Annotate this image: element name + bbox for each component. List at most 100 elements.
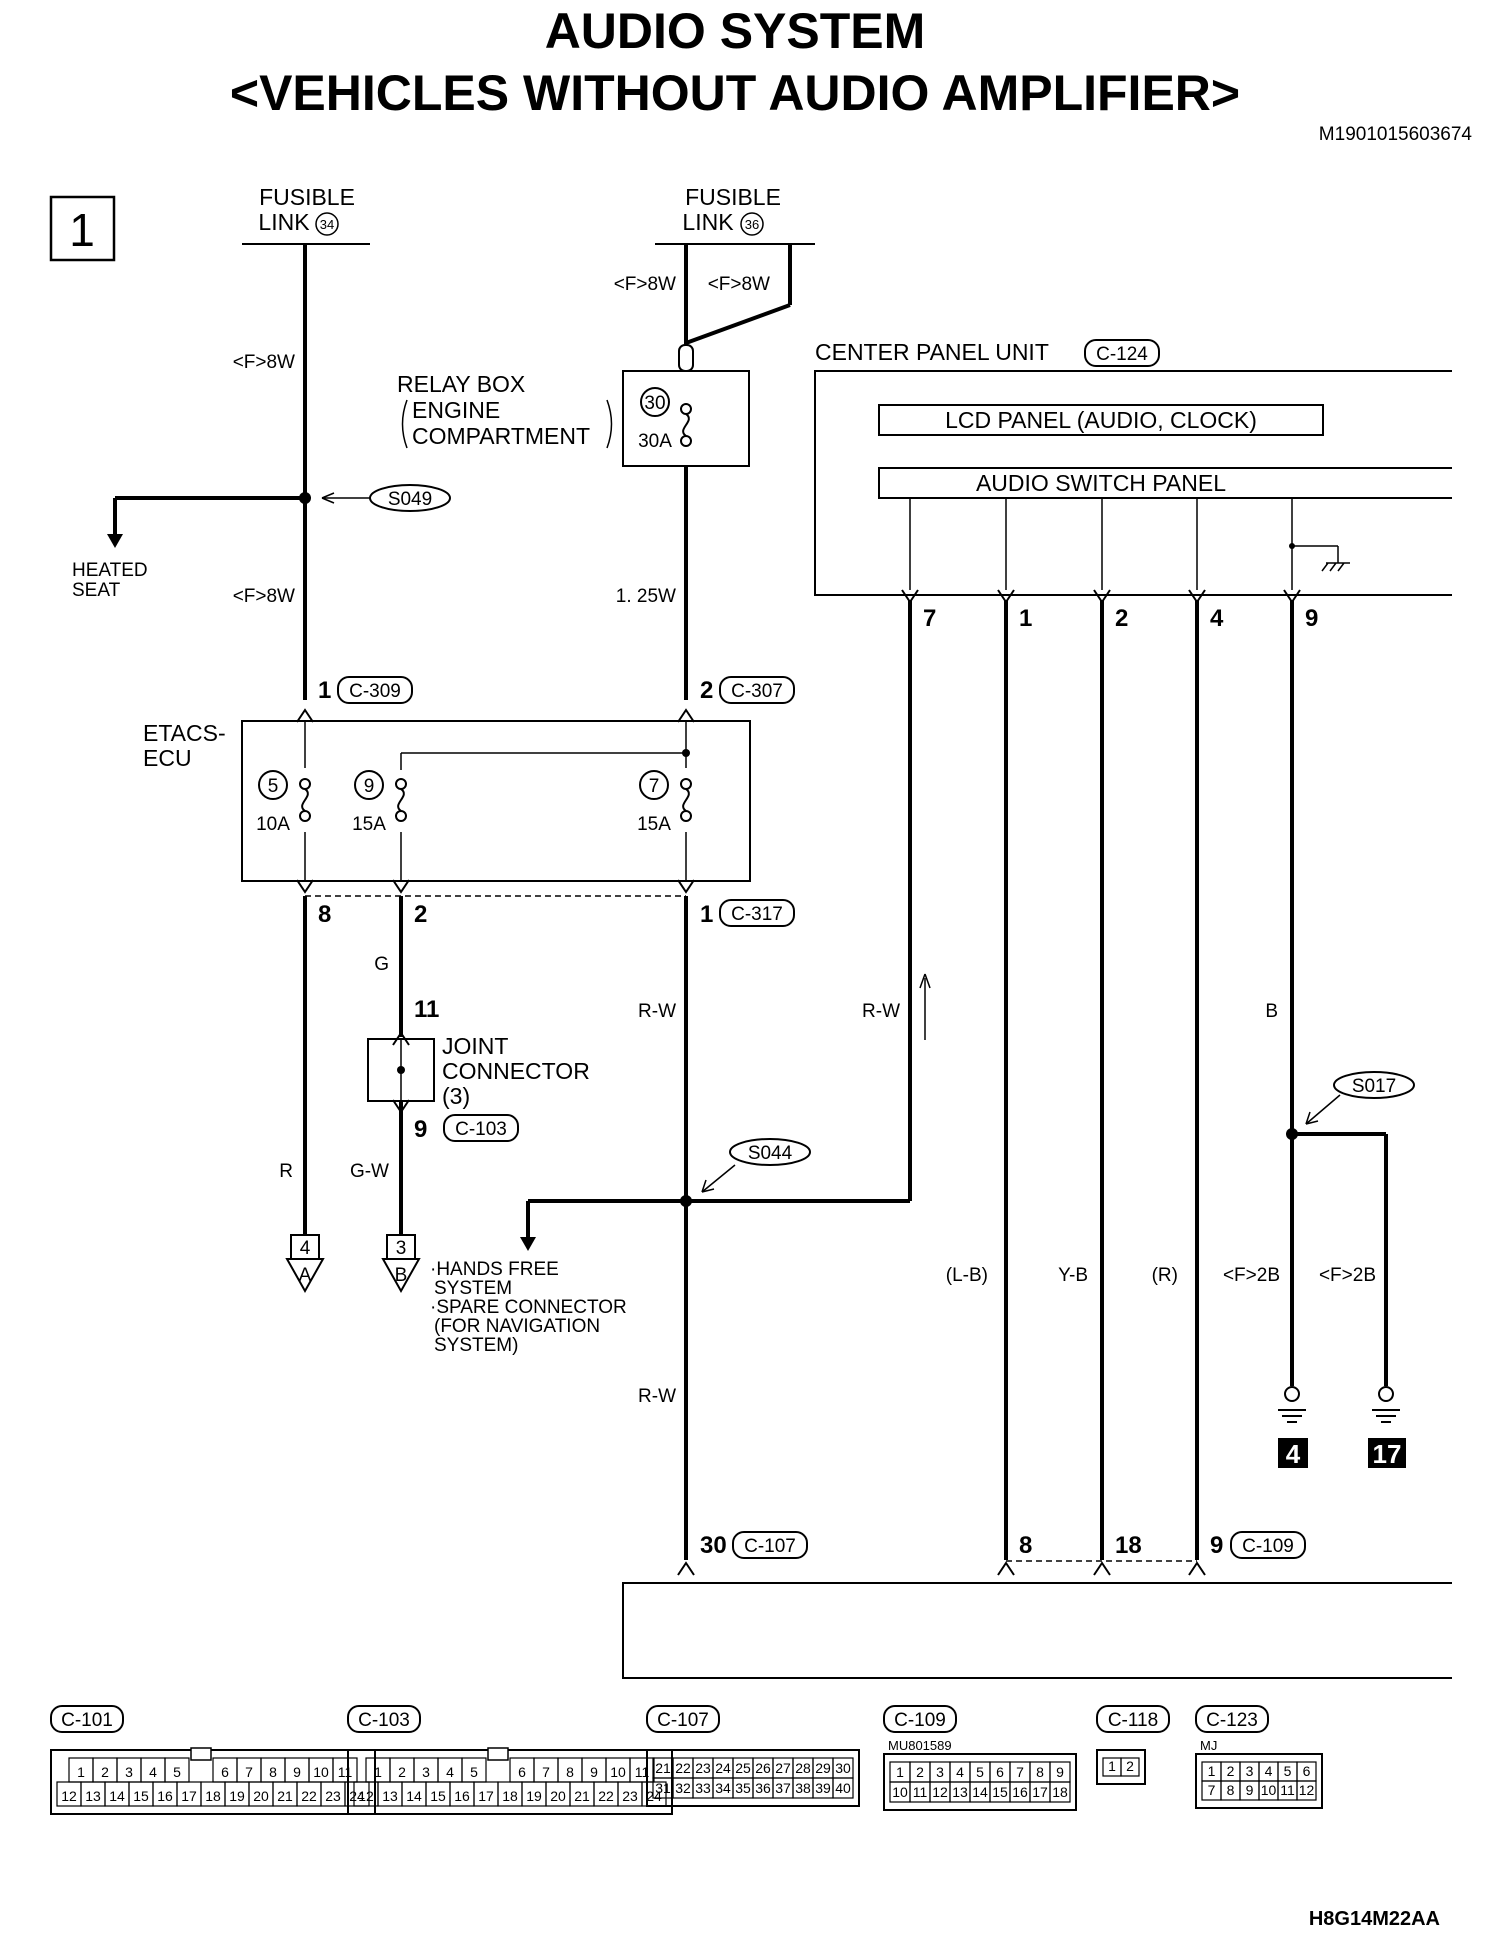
relay-fuse-30-number: 30	[644, 393, 665, 414]
c109-arrow-9	[1188, 1562, 1206, 1576]
wire-label-red: (R)	[1152, 1265, 1178, 1286]
connector-pin-number: 12	[932, 1784, 948, 1800]
wire-label-yb: Y-B	[1058, 1265, 1088, 1286]
connector-pin-number: 2	[398, 1764, 406, 1780]
joint-connector-label-3: (3)	[442, 1083, 470, 1109]
connector-pin-number: 3	[125, 1764, 133, 1780]
connector-pin-number: 9	[590, 1764, 598, 1780]
connector-c124: C-124	[1096, 344, 1148, 365]
connector-pin-number: 32	[675, 1780, 691, 1796]
connector-pin-number: 23	[622, 1788, 638, 1804]
connector-view-body	[347, 1749, 673, 1815]
connector-pin-number: 39	[815, 1780, 831, 1796]
connector-pin-number: 34	[715, 1780, 731, 1796]
heated-seat-label-1: HEATED	[72, 560, 148, 581]
current-flow-arrow-head	[919, 973, 931, 989]
etacs-fuse-5-symbol	[299, 778, 311, 822]
connector-pin-number: 40	[835, 1780, 851, 1796]
connector-pin-number: 11	[635, 1764, 650, 1780]
connector-view-tag	[50, 1705, 124, 1733]
connector-pin-number: 10	[892, 1784, 908, 1800]
connector-pin-number: 11	[1280, 1782, 1295, 1798]
connector-pin-number: 10	[610, 1764, 626, 1780]
connector-view-key	[487, 1747, 509, 1761]
wire-label-rw-3: R-W	[862, 1001, 900, 1022]
fusible-link-34-number: 34	[320, 217, 334, 232]
audio-switch-panel-box	[878, 467, 1452, 499]
relay-box-paren-right	[606, 399, 613, 449]
connector-pin-number: 36	[755, 1780, 771, 1796]
connector-pin-number: 7	[245, 1764, 253, 1780]
connector-c307: C-307	[731, 681, 783, 702]
wire-label-fl34-top: <F>8W	[233, 352, 295, 373]
wire-fl36-branch-diag	[685, 303, 791, 345]
connector-pin-number: 8	[1036, 1764, 1044, 1780]
connector-pin-number: 22	[598, 1788, 614, 1804]
connector-view-body	[883, 1753, 1077, 1811]
offpage-3-number: 3	[396, 1238, 407, 1259]
connector-pin-cell	[1296, 1780, 1317, 1801]
connector-pin-number: 37	[775, 1780, 791, 1796]
connector-view-body	[646, 1749, 860, 1807]
connector-c317: C-317	[731, 904, 783, 925]
connector-pin-number: 2	[916, 1764, 924, 1780]
connector-pin-number: 8	[566, 1764, 574, 1780]
footer-code: H8G14M22AA	[1309, 1908, 1440, 1930]
connector-c307-tag	[719, 676, 795, 704]
connector-c109-tag	[1230, 1531, 1306, 1559]
ground-4-icon	[1278, 1409, 1306, 1423]
connector-view-code: C-101	[61, 1710, 113, 1731]
etacs-label-1: ETACS-	[143, 720, 226, 746]
connector-c309-tag	[337, 676, 413, 704]
pin-c317-1: 1	[700, 901, 713, 928]
relay-box-paren-left	[401, 399, 408, 449]
connector-pin-number: 28	[795, 1760, 811, 1776]
connector-pin-number: 5	[173, 1764, 181, 1780]
audio-switch-panel-label: AUDIO SWITCH PANEL	[976, 470, 1226, 496]
cp-pin-2: 2	[1115, 605, 1128, 632]
connector-pin-number: 10	[313, 1764, 329, 1780]
connector-pin-number: 12	[1299, 1782, 1315, 1798]
diagram-title-line1: AUDIO SYSTEM	[545, 3, 926, 59]
cp-pin-1: 1	[1019, 605, 1032, 632]
hands-free-arrow	[520, 1237, 536, 1251]
connector-pin-number: 3	[1246, 1763, 1254, 1779]
connector-pin-number: 13	[952, 1784, 968, 1800]
connector-pin-number: 11	[338, 1764, 353, 1780]
connector-pin-number: 1	[1108, 1758, 1116, 1774]
wire-label-f2b-2: <F>2B	[1319, 1265, 1376, 1286]
connector-pin-number: 21	[655, 1760, 671, 1776]
connector-c103-tag	[443, 1114, 519, 1142]
connector-pin-cell	[832, 1777, 854, 1799]
connector-c107-tag	[732, 1531, 808, 1559]
connector-pin-number: 7	[542, 1764, 550, 1780]
fusible-link-34-label: FUSIBLE	[259, 184, 355, 210]
connector-pin-number: 10	[1261, 1782, 1277, 1798]
wire-label-f2b-1: <F>2B	[1223, 1265, 1280, 1286]
connector-pin-number: 3	[936, 1764, 944, 1780]
connector-pin-number: 24	[715, 1760, 731, 1776]
offpage-a-triangle	[285, 1258, 325, 1294]
hands-free-label-2: SYSTEM	[434, 1278, 512, 1299]
connector-view-code: C-107	[657, 1710, 709, 1731]
center-panel-label: CENTER PANEL UNIT	[815, 339, 1049, 365]
connector-pin-number: 6	[996, 1764, 1004, 1780]
connector-c124-tag	[1084, 339, 1160, 367]
etacs-ecu-box	[241, 720, 751, 882]
document-code: M1901015603674	[1319, 124, 1473, 145]
connector-pin-number: 14	[972, 1784, 988, 1800]
connector-pin-number: 16	[1012, 1784, 1028, 1800]
connector-pin-number: 2	[101, 1764, 109, 1780]
c109-arrow-8	[997, 1562, 1015, 1576]
wire-label-gw: G-W	[350, 1161, 389, 1182]
connector-pin-number: 1	[77, 1764, 85, 1780]
lcd-panel-label: LCD PANEL (AUDIO, CLOCK)	[945, 407, 1257, 433]
pin-c317-8: 8	[318, 901, 331, 928]
connector-pin-number: 20	[253, 1788, 269, 1804]
connector-pin-number: 26	[755, 1760, 771, 1776]
center-panel-box	[814, 370, 1452, 596]
connector-view-code: C-118	[1108, 1710, 1158, 1731]
wire-label-fl36-a: <F>8W	[614, 274, 676, 295]
